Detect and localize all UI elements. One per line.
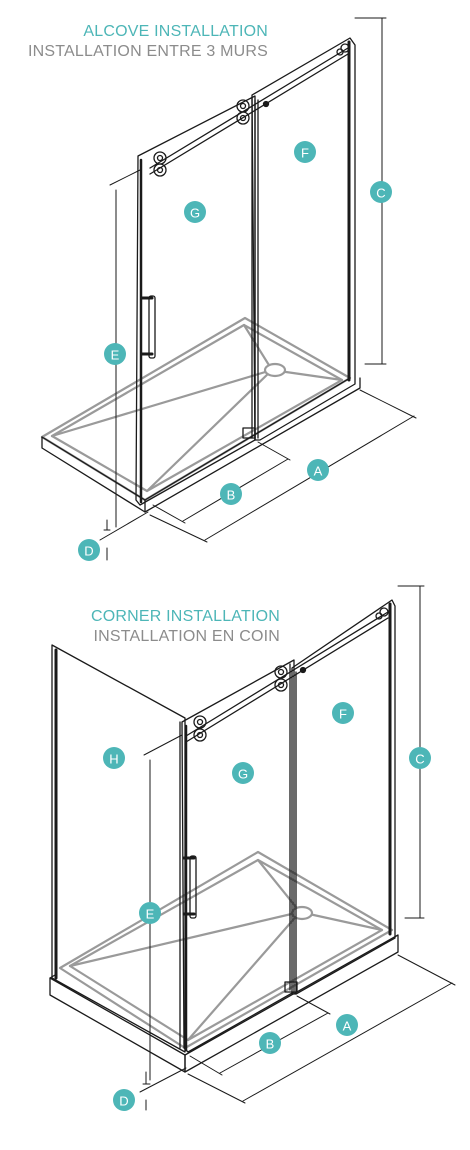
corner-label-e: E bbox=[139, 902, 161, 924]
corner-title-en: CORNER INSTALLATION bbox=[90, 608, 280, 625]
alcove-labels: A B C D E F G bbox=[78, 141, 392, 561]
corner-side-panel bbox=[51, 644, 186, 1053]
alcove-label-a-text: A bbox=[314, 464, 323, 479]
alcove-label-g: G bbox=[184, 201, 206, 223]
alcove-title-en: ALCOVE INSTALLATION bbox=[83, 23, 268, 40]
alcove-label-e-text: E bbox=[111, 348, 120, 363]
corner-labels: A B C D E F G H bbox=[103, 702, 431, 1111]
alcove-label-c: C bbox=[370, 181, 392, 203]
corner-label-a: A bbox=[336, 1014, 358, 1036]
corner-label-b: B bbox=[259, 1032, 281, 1054]
corner-label-e-text: E bbox=[146, 907, 155, 922]
corner-label-a-text: A bbox=[343, 1019, 352, 1034]
corner-label-b-text: B bbox=[266, 1037, 275, 1052]
alcove-label-f: F bbox=[294, 141, 316, 163]
corner-label-g-text: G bbox=[238, 767, 248, 782]
corner-fixed-panel bbox=[291, 599, 396, 995]
corner-rail bbox=[185, 607, 389, 743]
corner-label-f: F bbox=[332, 702, 354, 724]
corner-label-f-text: F bbox=[339, 707, 347, 722]
alcove-label-d-text: D bbox=[84, 544, 93, 559]
corner-label-d-text: D bbox=[119, 1094, 128, 1109]
alcove-title-fr: INSTALLATION ENTRE 3 MURS bbox=[28, 43, 268, 60]
corner-label-h: H bbox=[103, 747, 125, 769]
corner-sliding-door bbox=[181, 659, 307, 1053]
alcove-label-b-text: B bbox=[227, 488, 236, 503]
corner-label-d: D bbox=[113, 1089, 135, 1111]
corner-title-fr: INSTALLATION EN COIN bbox=[93, 628, 280, 645]
alcove-label-e: E bbox=[104, 343, 126, 365]
alcove-label-d: D bbox=[78, 539, 100, 561]
alcove-label-b: B bbox=[220, 483, 242, 505]
alcove-rail bbox=[149, 43, 350, 175]
corner-label-c: C bbox=[409, 747, 431, 769]
corner-label-c-text: C bbox=[415, 752, 424, 767]
alcove-diagram bbox=[40, 17, 417, 561]
alcove-sliding-door bbox=[135, 95, 270, 506]
corner-label-g: G bbox=[232, 762, 254, 784]
corner-label-h-text: H bbox=[109, 752, 118, 767]
alcove-label-g-text: G bbox=[190, 206, 200, 221]
alcove-label-a: A bbox=[307, 459, 329, 481]
corner-diagram bbox=[49, 585, 456, 1111]
alcove-label-f-text: F bbox=[301, 146, 309, 161]
alcove-label-c-text: C bbox=[376, 186, 385, 201]
